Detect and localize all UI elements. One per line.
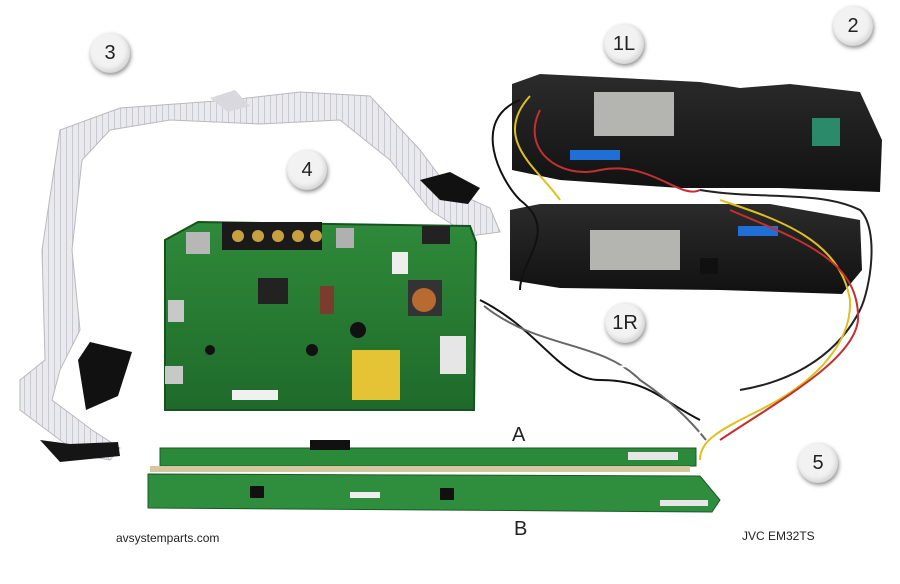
site-caption: avsystemparts.com bbox=[116, 531, 220, 545]
label-a: A bbox=[512, 424, 526, 446]
speaker-right bbox=[510, 204, 862, 294]
callout-1l: 1L bbox=[604, 24, 644, 64]
callout-2: 2 bbox=[833, 6, 873, 46]
callout-4: 4 bbox=[287, 150, 327, 190]
callout-3: 3 bbox=[90, 33, 130, 73]
tcon-board-a bbox=[150, 440, 697, 472]
tcon-board-b bbox=[147, 473, 721, 513]
callout-5: 5 bbox=[798, 443, 838, 483]
speaker-left bbox=[512, 74, 882, 192]
callout-1r: 1R bbox=[605, 303, 645, 343]
label-b: B bbox=[514, 518, 528, 540]
main-board bbox=[164, 220, 478, 411]
model-caption: JVC EM32TS bbox=[742, 529, 815, 543]
ribbon-cable bbox=[19, 90, 501, 462]
speaker-wires bbox=[479, 95, 873, 461]
